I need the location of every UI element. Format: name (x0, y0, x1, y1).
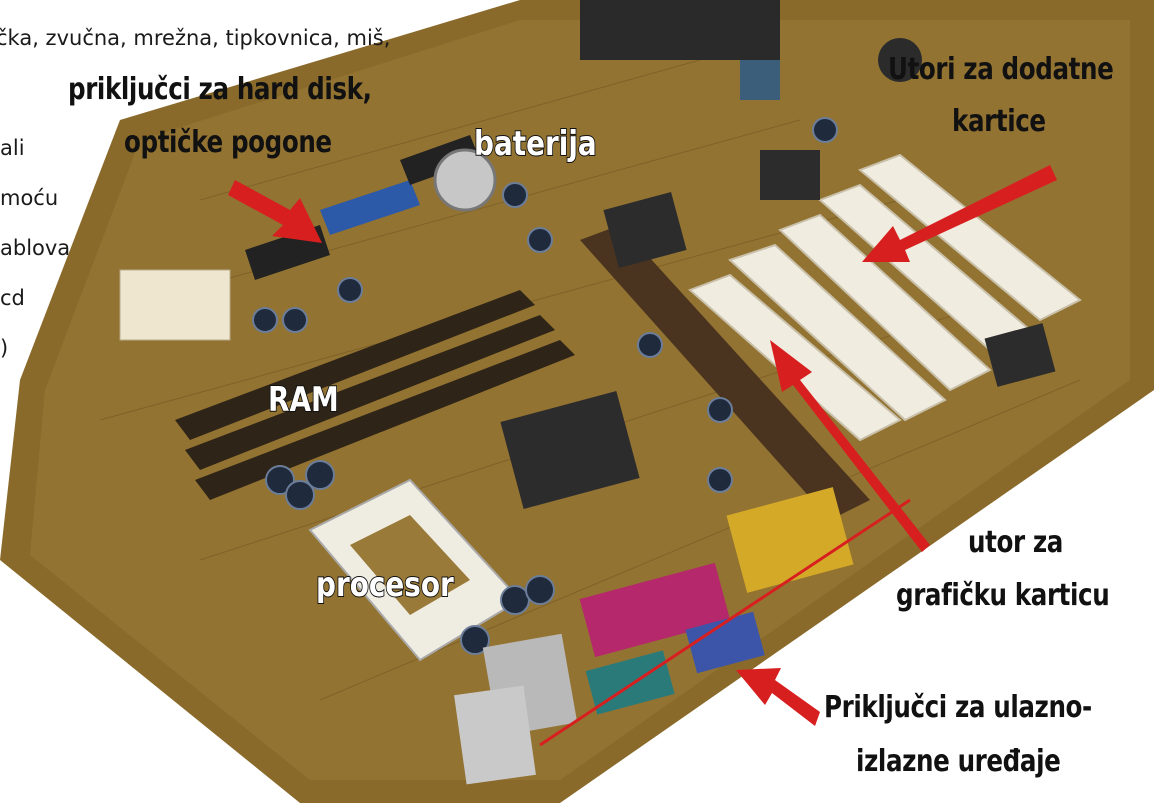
label-slots-line1: Utori za dodatne (888, 52, 1113, 87)
side-text-1: ali (0, 136, 25, 160)
side-text-2: moću (0, 186, 58, 210)
label-graphics-line2: grafičku karticu (896, 578, 1109, 613)
label-hard-disk-line1: priključci za hard disk, (68, 72, 372, 107)
label-ram: RAM (268, 380, 339, 420)
label-processor: procesor (316, 565, 454, 605)
side-text-4: cd (0, 286, 25, 310)
label-hard-disk-line2: optičke pogone (124, 125, 332, 160)
label-io-line1: Priključci za ulazno- (824, 690, 1092, 725)
label-slots-line2: kartice (952, 104, 1046, 139)
side-text-top: čka, zvučna, mrežna, tipkovnica, miš, (0, 26, 390, 50)
side-text-5: ) (0, 336, 8, 360)
label-io-line2: izlazne uređaje (856, 744, 1060, 779)
label-battery: baterija (474, 124, 597, 164)
side-text-3: ablova (0, 236, 70, 260)
label-graphics-line1: utor za (968, 525, 1063, 560)
